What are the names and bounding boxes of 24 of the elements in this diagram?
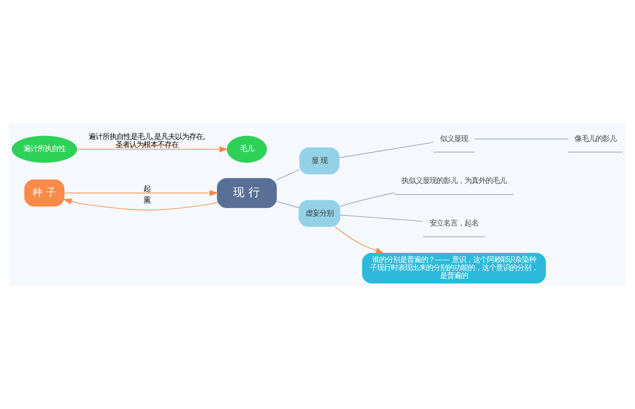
node-box: 谁的分别是普遍的？—— 意识，这个阿赖耶识杂染种子现行时表现出来的分别的功能的，这个意识的分别，是普遍的 [362, 252, 546, 284]
node-text: 似义显现 [440, 134, 468, 143]
node-box: 种 子 [24, 180, 64, 206]
arrow [63, 198, 218, 211]
node-box: 虚妄分别 [298, 200, 340, 227]
connector [276, 169, 300, 180]
node-box: 显 现 [299, 147, 340, 174]
arrow [64, 190, 218, 196]
edge-label: 起 [143, 184, 150, 193]
connector [340, 192, 395, 207]
connector [276, 200, 300, 208]
connector [340, 214, 424, 222]
edge-label: 遍计所执自性是毛儿,是凡夫以为存在,圣者认为根本不存在 [88, 132, 206, 150]
node-text: 安立名言，起名 [429, 218, 478, 228]
edge-label: 熏 [143, 195, 150, 204]
node-ellipse: 遍计所执自性 [12, 136, 78, 163]
node-text: 执似义显现的影儿，为真外的毛儿 [401, 176, 506, 186]
connector [338, 142, 434, 158]
node-box: 现 行 [216, 178, 277, 208]
node-text: 像毛儿的影儿 [574, 134, 616, 143]
node-ellipse: 毛儿 [226, 136, 267, 163]
arrow [76, 146, 228, 152]
connector [474, 138, 568, 140]
arrow [334, 226, 384, 254]
